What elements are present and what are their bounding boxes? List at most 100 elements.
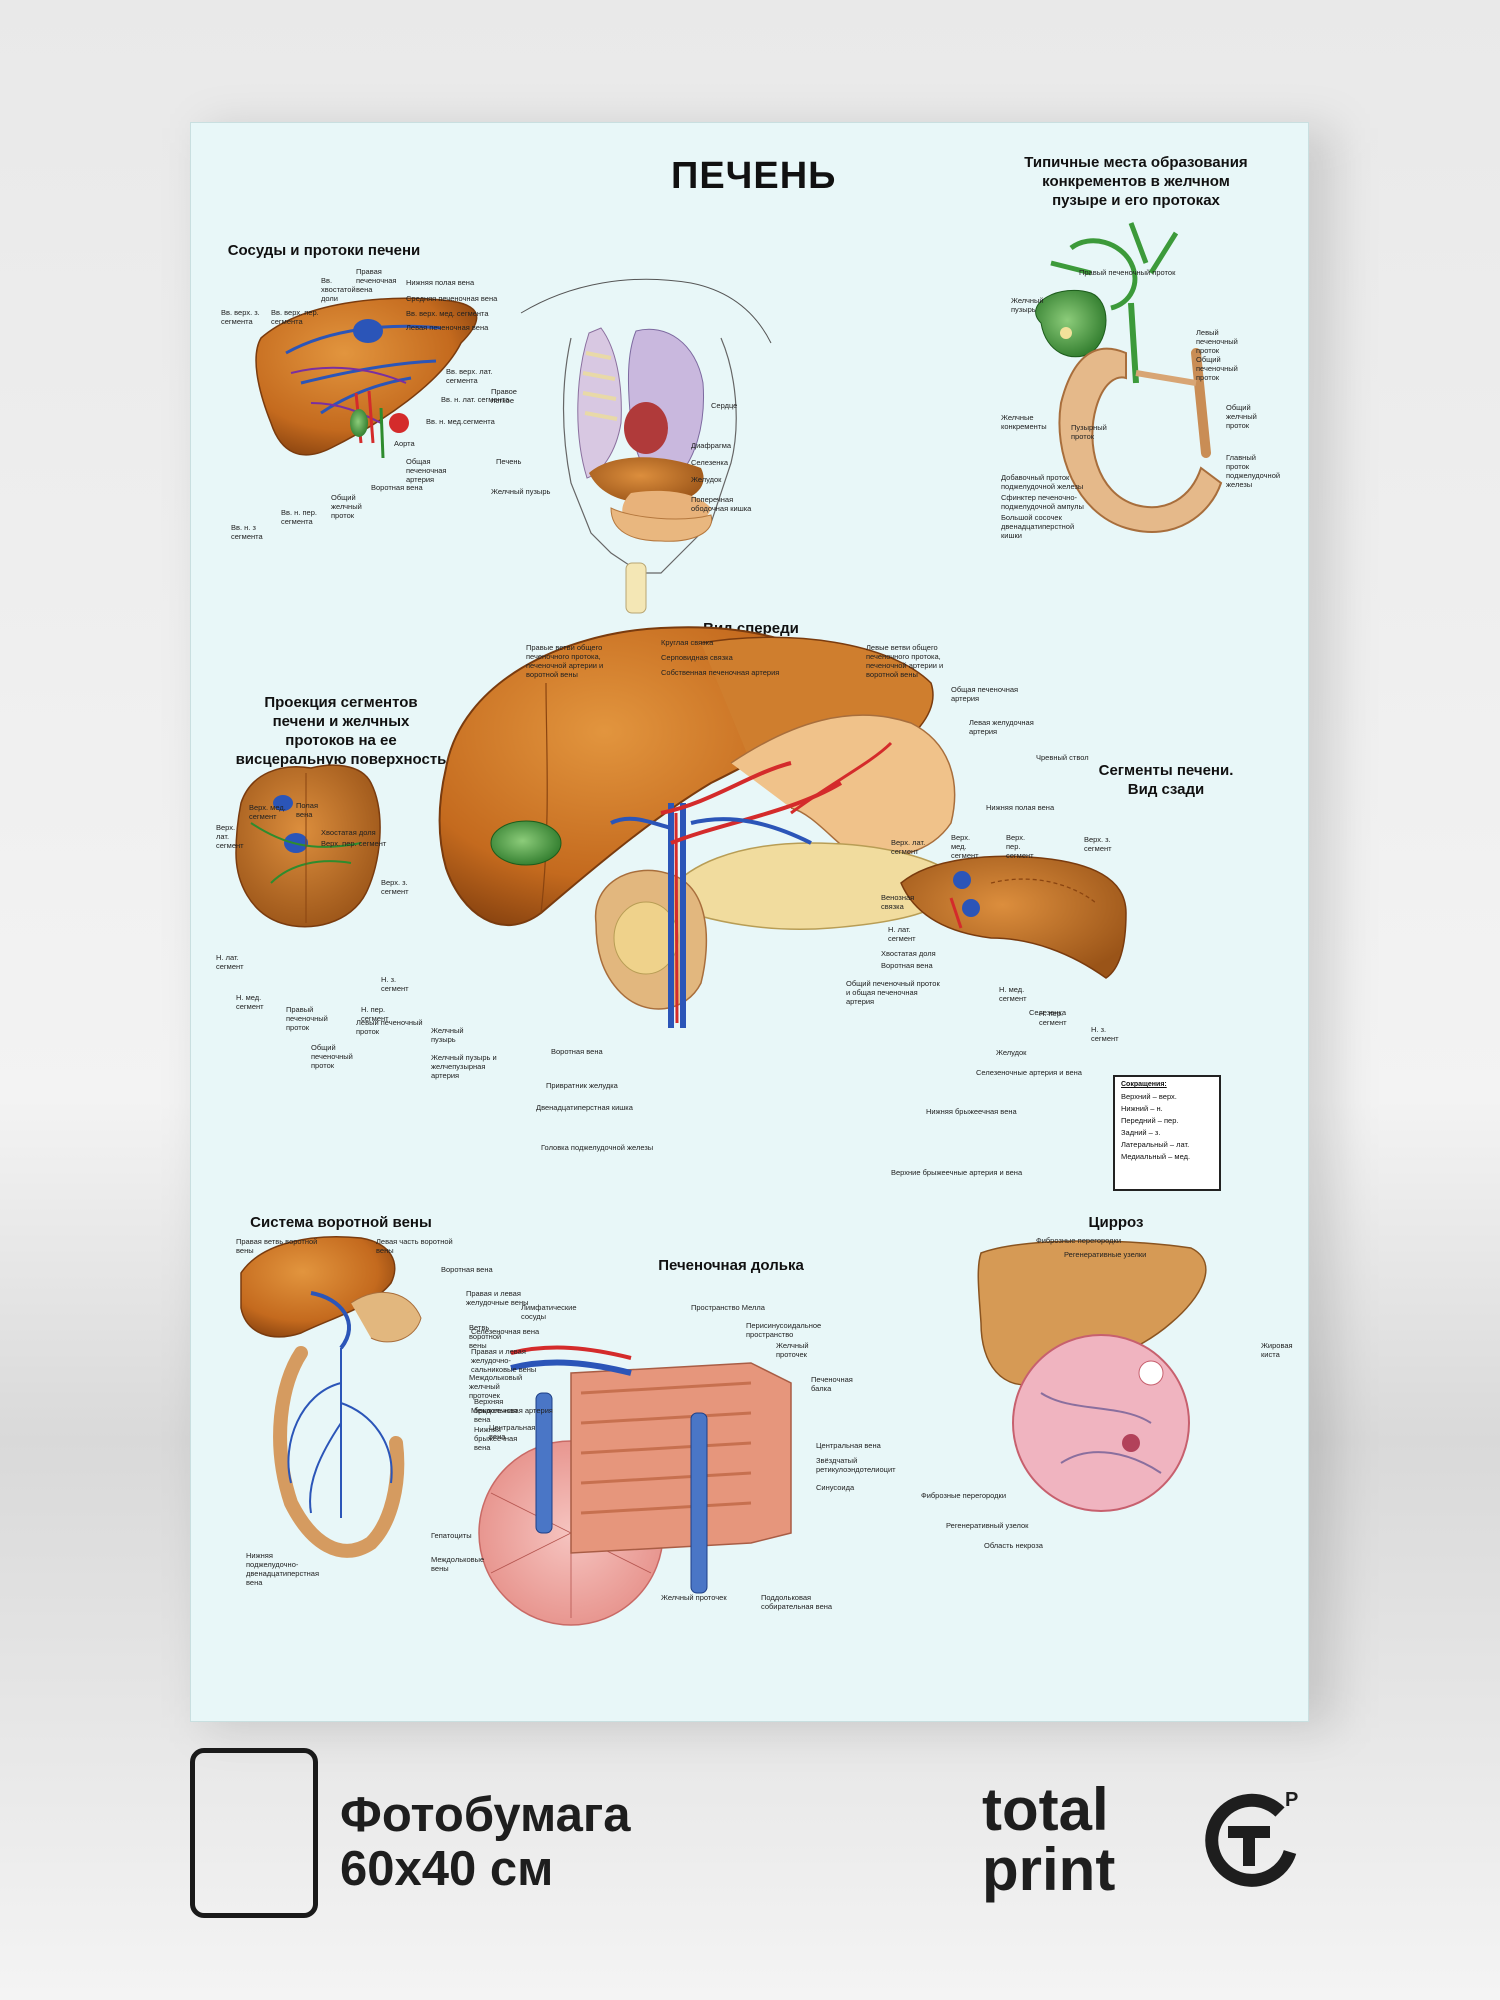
- paper-size: 60x40 см: [340, 1842, 554, 1896]
- label: Жировая киста: [1261, 1341, 1293, 1359]
- label: Центральная вена: [816, 1441, 881, 1450]
- label: Воротная вена: [441, 1265, 493, 1274]
- label: Вв. верх. мед. сегмента: [406, 309, 489, 318]
- label: Добавочный проток поджелудочной железы: [1001, 473, 1084, 491]
- label: Пузырный проток: [1071, 423, 1107, 441]
- front-view-liver-illustration: [438, 626, 962, 1028]
- label: Общая печеночная артерия: [951, 685, 1019, 703]
- label: Верх. з. сегмент: [381, 878, 409, 896]
- label: Венозная связка: [881, 893, 915, 911]
- label: Верх. лат. сегмент: [891, 838, 926, 856]
- abbreviation-row: Задний – з.: [1121, 1128, 1161, 1137]
- lobule-illustration: [478, 1345, 792, 1626]
- vessels-liver-illustration: [255, 297, 478, 459]
- label: Селезенка: [1029, 1008, 1067, 1017]
- label: Левая часть воротной вены: [376, 1237, 453, 1255]
- gallstones-illustration: [1035, 222, 1223, 533]
- portal-system-illustration: [240, 1236, 422, 1558]
- label: Головка поджелудочной железы: [541, 1143, 654, 1152]
- label: Желудок: [996, 1048, 1027, 1057]
- label: Правое легкое: [491, 387, 517, 405]
- label: Большой сосочек двенадцатиперстной кишки: [1001, 513, 1075, 540]
- label: Н. пер. сегмент: [1039, 1009, 1067, 1027]
- label: Правая ветвь воротной вены: [236, 1237, 318, 1255]
- label: Н. мед. сегмент: [236, 993, 264, 1011]
- label: Перисинусоидальное пространство: [746, 1321, 822, 1339]
- label: Синусоида: [816, 1483, 855, 1492]
- label: Круглая связка: [661, 638, 714, 647]
- label: Воротная вена: [551, 1047, 603, 1056]
- label: Область некроза: [984, 1541, 1043, 1550]
- label: Желчный пузырь: [491, 487, 551, 496]
- label: Гепатоциты: [431, 1531, 472, 1540]
- abbreviation-row: Передний – пер.: [1121, 1116, 1179, 1125]
- label: Регенеративный узелок: [946, 1521, 1029, 1530]
- poster-title: ПЕЧЕНЬ: [671, 155, 837, 197]
- label: Общий печеночный проток: [1196, 355, 1238, 382]
- label: Правые ветви общего печеночного протока,…: [526, 643, 604, 679]
- label: Нижняя полая вена: [406, 278, 475, 287]
- label: Н. з. сегмент: [381, 975, 409, 993]
- label: Желчный проточек: [661, 1593, 727, 1602]
- label: Ветвь воротной вены: [469, 1323, 502, 1350]
- label: Левая желудочная артерия: [969, 718, 1034, 736]
- label: Верх. пер. сегмент: [1006, 833, 1034, 860]
- label: Чревный ствол: [1036, 753, 1089, 762]
- label: Междольковые вены: [431, 1555, 485, 1573]
- label: Поперечная ободочная кишка: [691, 495, 752, 513]
- label: Хвостатая доля: [321, 828, 376, 837]
- label: Левые ветви общего печеночного протока, …: [866, 643, 944, 679]
- label: Верх. мед. сегмент: [249, 803, 286, 821]
- label: Фиброзные перегородки: [921, 1491, 1007, 1500]
- label: Нижняя брыжеечная вена: [926, 1107, 1017, 1116]
- label: Регенеративные узелки: [1064, 1250, 1147, 1259]
- label: Нижняя поджелудочно-двенадцатиперстная в…: [246, 1551, 320, 1587]
- label: Сердце: [711, 401, 738, 410]
- heading-portal: Система воротной вены: [250, 1214, 432, 1231]
- label: Лимфатические сосуды: [521, 1303, 577, 1321]
- abbreviations-box: Сокращения: Верхний – верх. Нижний – н. …: [1113, 1075, 1221, 1191]
- torso-illustration: [520, 278, 772, 614]
- label: Правая и левая желудочно-сальниковые вен…: [471, 1347, 537, 1374]
- label: Желчный пузырь: [1011, 296, 1044, 314]
- label: Хвостатая доля: [881, 949, 936, 958]
- heading-projection: Проекция сегментов печени и желчных прот…: [235, 694, 447, 768]
- label: Воротная вена: [371, 483, 423, 492]
- label: Вв. н. мед.сегмента: [426, 417, 495, 426]
- label: Серповидная связка: [661, 653, 733, 662]
- label: Сфинктер печеночно-поджелудочной ампулы: [1001, 493, 1084, 511]
- poster: ПЕЧЕНЬ Сосуды и протоки печени Типичные …: [190, 122, 1309, 1722]
- label: Верхняя брыжеечная вена: [474, 1397, 518, 1424]
- label: Печень: [496, 457, 522, 466]
- cirrhosis-illustration: [977, 1240, 1207, 1512]
- heading-lobule: Печеночная долька: [658, 1257, 804, 1274]
- label: Левая печеночная вена: [406, 323, 489, 332]
- label: Воротная вена: [881, 961, 933, 970]
- label: Средняя печеночная вена: [406, 294, 498, 303]
- label: Правая и левая желудочные вены: [466, 1289, 529, 1307]
- photo-paper-icon: [190, 1748, 318, 1918]
- label: Желчный пузырь и желчепузырная артерия: [431, 1053, 497, 1080]
- label: Общий печеночный проток: [311, 1043, 353, 1070]
- label: Желудок: [691, 475, 722, 484]
- label: Общий печеночный проток и общая печеночн…: [846, 979, 940, 1006]
- logo-superscript: P: [1285, 1789, 1298, 1811]
- anatomy-illustrations: [235, 222, 1223, 1626]
- label: Н. лат. сегмент: [216, 953, 244, 971]
- label: Верх. пер. сегмент: [321, 839, 387, 848]
- label: Главный проток поджелудочной железы: [1226, 453, 1281, 489]
- label: Пространство Мелла: [691, 1303, 765, 1312]
- label: Привратник желудка: [546, 1081, 618, 1090]
- label: Двенадцатиперстная кишка: [536, 1103, 633, 1112]
- label: Вв. н. пер. сегмента: [281, 508, 317, 526]
- heading-vessels: Сосуды и протоки печени: [227, 242, 421, 259]
- label: Центральная вена: [489, 1423, 536, 1441]
- label: Звёздчатый ретикулоэндотелиоцит: [816, 1456, 896, 1474]
- label: Верх. лат. сегмент: [216, 823, 244, 850]
- label: Желчный пузырь: [431, 1026, 464, 1044]
- label: Вв. хвостатой доли: [321, 276, 356, 303]
- paper-type: Фотобумага: [340, 1788, 631, 1842]
- abbreviation-row: Латеральный – лат.: [1121, 1140, 1190, 1149]
- label: Правый печеночный проток: [286, 1005, 328, 1032]
- abbreviations-title: Сокращения:: [1121, 1081, 1167, 1088]
